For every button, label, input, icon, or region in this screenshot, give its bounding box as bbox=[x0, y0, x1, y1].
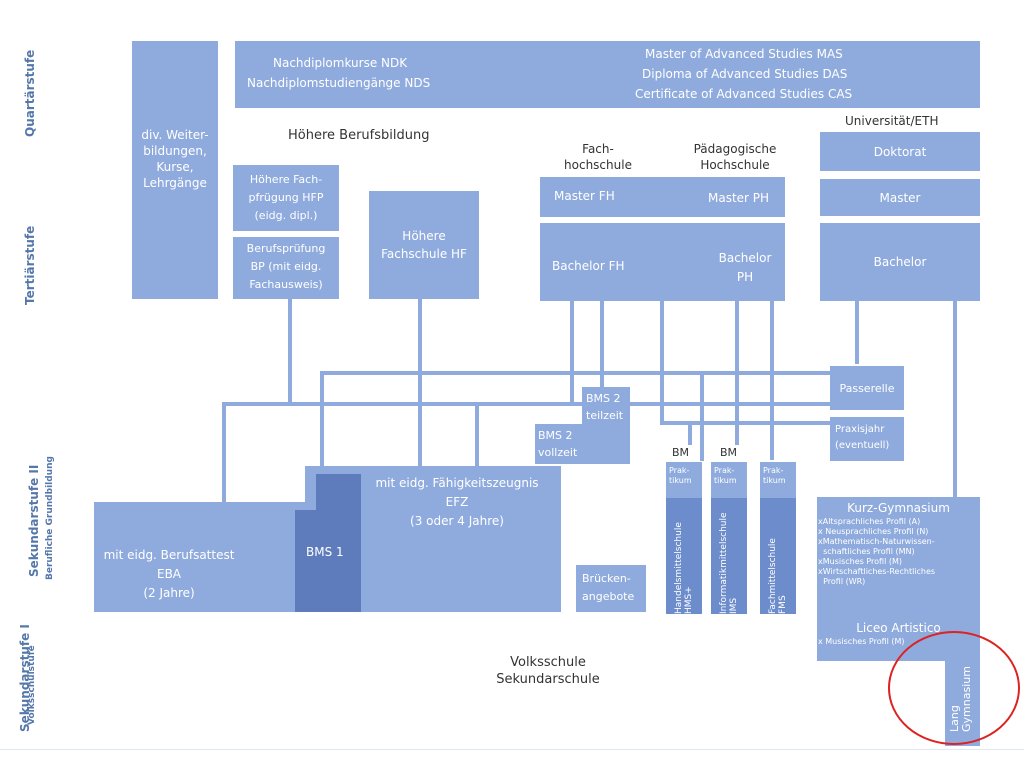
fms-program bbox=[760, 498, 796, 614]
kurz-gymnasium-title: Kurz-Gymnasium bbox=[847, 501, 950, 515]
hms-label: Handelsmittelschule HMS+ bbox=[674, 522, 694, 614]
praxisjahr-box: Praxisjahr (eventuell) bbox=[830, 417, 904, 461]
bm-label-ims: BM bbox=[720, 446, 738, 459]
connector-line bbox=[288, 298, 292, 404]
hfp-label: Höhere Fach- pfrügung HFP (eidg. dipl.) bbox=[248, 173, 324, 222]
eba-box: mit eidg. Berufsattest EBA (2 Jahre) bbox=[94, 502, 306, 612]
liceo-artistico-title: Liceo Artistico bbox=[856, 621, 941, 635]
bachelor-uni-box: Bachelor bbox=[820, 223, 980, 301]
bp-label: Berufsprüfung BP (mit eidg. Fachausweis) bbox=[246, 242, 326, 291]
doktorat-label: Doktorat bbox=[873, 144, 927, 159]
brueckenangebote-label: Brücken- angebote bbox=[582, 572, 635, 603]
master-uni-box: Master bbox=[820, 179, 980, 216]
hf-box: Höhere Fachschule HF bbox=[369, 191, 479, 299]
hms-program bbox=[666, 498, 702, 614]
connector-line bbox=[700, 371, 704, 461]
bottom-divider bbox=[0, 749, 1024, 750]
liceo-artistico-profiles: x Musisches Profil (M) bbox=[818, 637, 905, 646]
bms1-box-upper bbox=[316, 474, 361, 514]
connector-line bbox=[320, 371, 832, 375]
bachelor-fh-label: Bachelor FH bbox=[552, 259, 625, 273]
lang-gymnasium-box bbox=[945, 636, 980, 746]
bms2-teilzeit-box: BMS 2 teilzeit bbox=[582, 387, 630, 427]
kurz-gymnasium-profiles: xAltsprachliches Profil (A) x Neusprachl… bbox=[818, 517, 936, 586]
bms2-vollzeit-label: BMS 2 vollzeit bbox=[538, 429, 578, 459]
bms1-label: BMS 1 bbox=[306, 545, 344, 559]
passerelle-label: Passerelle bbox=[839, 381, 895, 395]
label-quartaerstufe: Quartärstufe bbox=[23, 49, 37, 137]
quartaer-box: Nachdiplomkurse NDK Nachdiplomstudiengän… bbox=[235, 41, 980, 108]
weiterbildungen-label: div. Weiter- bildungen, Kurse, Lehrgänge bbox=[141, 128, 209, 190]
eba-label: mit eidg. Berufsattest EBA (2 Jahre) bbox=[103, 548, 235, 600]
connector-line bbox=[222, 402, 832, 406]
efz-label: mit eidg. Fähigkeitszeugnis EFZ (3 oder … bbox=[375, 476, 539, 528]
master-ph-label: Master PH bbox=[708, 191, 770, 205]
connector-line bbox=[320, 371, 324, 467]
connector-line bbox=[600, 300, 604, 388]
connector-line bbox=[770, 300, 774, 460]
bms1-box bbox=[295, 510, 361, 612]
master-uni-label: Master bbox=[879, 190, 921, 205]
brueckenangebote-box: Brücken- angebote bbox=[576, 565, 646, 612]
ims-label: Informatikmittelschule IMS bbox=[719, 512, 739, 614]
paedagogische-hochschule-heading: Pädagogische Hochschule bbox=[693, 142, 777, 172]
hoehere-berufsbildung-heading: Höhere Berufsbildung bbox=[288, 128, 430, 143]
label-sekundarstufe-2: Sekundarstufe II bbox=[27, 464, 41, 577]
connector-line bbox=[475, 402, 479, 468]
passerelle-box: Passerelle bbox=[830, 366, 904, 410]
bms2-teilzeit-label: BMS 2 teilzeit bbox=[586, 392, 624, 422]
label-tertiaerstufe: Tertiärstufe bbox=[23, 225, 37, 305]
ndk-label: Nachdiplomkurse NDK bbox=[273, 56, 408, 70]
bachelor-fh-ph-box: Bachelor FH Bachelor PH bbox=[540, 223, 785, 301]
universitaet-eth-heading: Universität/ETH bbox=[845, 114, 939, 128]
mas-label: Master of Advanced Studies MAS bbox=[645, 47, 843, 61]
praktikum-label-fms: Prak- tikum bbox=[763, 466, 786, 485]
master-fh-label: Master FH bbox=[554, 189, 615, 203]
connector-line bbox=[660, 421, 835, 425]
cas-label: Certificate of Advanced Studies CAS bbox=[635, 87, 853, 101]
connector-line bbox=[688, 421, 692, 445]
connector-line bbox=[953, 300, 957, 500]
connector-line bbox=[735, 300, 739, 445]
nds-label: Nachdiplomstudiengänge NDS bbox=[247, 76, 431, 90]
hfp-box: Höhere Fach- pfrügung HFP (eidg. dipl.) bbox=[233, 165, 339, 231]
das-label: Diploma of Advanced Studies DAS bbox=[642, 67, 848, 81]
bm-label-hms: BM bbox=[672, 446, 690, 459]
connector-line bbox=[222, 402, 226, 502]
connector-line bbox=[660, 300, 664, 424]
connector-line bbox=[418, 298, 422, 466]
weiterbildungen-box: div. Weiter- bildungen, Kurse, Lehrgänge bbox=[132, 41, 218, 299]
label-volksschulstufe: Volksschulstufe bbox=[27, 645, 37, 725]
volksschule-label: Volksschule Sekundarschule bbox=[496, 655, 600, 687]
fachhochschule-heading: Fach- hochschule bbox=[564, 142, 632, 172]
connector-line bbox=[855, 300, 859, 364]
hf-label: Höhere Fachschule HF bbox=[381, 229, 467, 261]
highlight-circle bbox=[888, 631, 1020, 745]
connector-line bbox=[570, 300, 574, 404]
doktorat-box: Doktorat bbox=[820, 132, 980, 171]
bachelor-uni-label: Bachelor bbox=[873, 255, 927, 269]
ims-program bbox=[711, 498, 747, 614]
praktikum-label-hms: Prak- tikum bbox=[669, 466, 692, 485]
bp-box: Berufsprüfung BP (mit eidg. Fachausweis) bbox=[233, 237, 339, 299]
praxisjahr-label: Praxisjahr (eventuell) bbox=[835, 424, 890, 451]
kurz-gymnasium-box: Kurz-Gymnasium xAltsprachliches Profil (… bbox=[817, 497, 980, 661]
label-berufliche-grundbildung: Berufliche Grundbildung bbox=[45, 456, 55, 580]
master-fh-ph-box: Master FH Master PH bbox=[540, 177, 785, 217]
bms2-vollzeit-box: BMS 2 vollzeit bbox=[535, 424, 630, 464]
fms-label: Fachmittelschule FMS bbox=[768, 538, 788, 614]
bachelor-ph-label: Bachelor PH bbox=[718, 251, 772, 284]
praktikum-label-ims: Prak- tikum bbox=[714, 466, 737, 485]
